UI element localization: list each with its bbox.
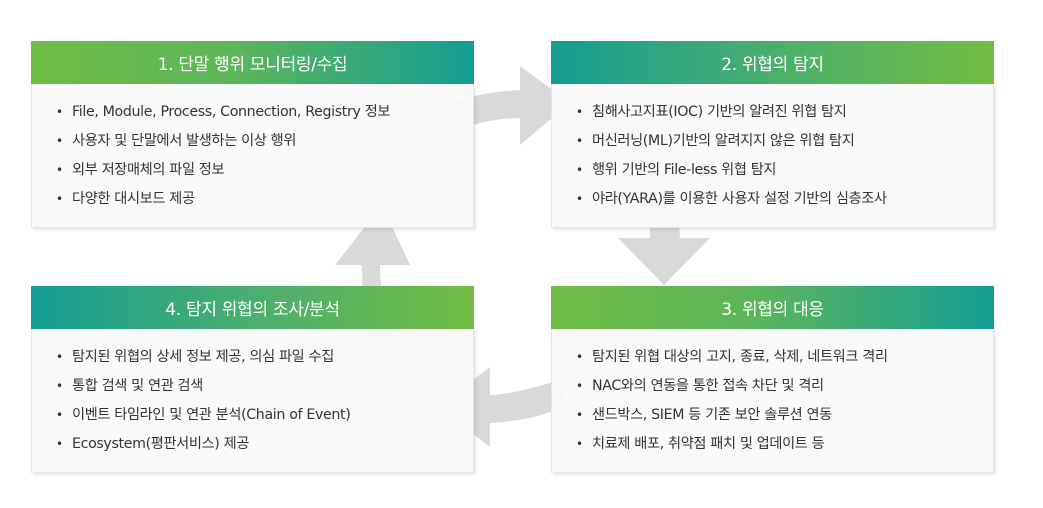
stage-title: 1. 단말 행위 모니터링/수집	[157, 55, 348, 75]
bullet-icon: •	[56, 134, 63, 148]
bullet-icon: •	[576, 163, 583, 177]
bullet-icon: •	[56, 350, 63, 364]
bullet-icon: •	[576, 105, 583, 119]
list-item: •탐지된 위협의 상세 정보 제공, 의심 파일 수집	[56, 349, 334, 365]
stage-box-detection: 2. 위협의 탐지 •침해사고지표(IOC) 기반의 알려진 위협 탐지 •머신…	[551, 41, 994, 228]
list-item: •행위 기반의 File-less 위협 탐지	[576, 162, 777, 178]
list-item: •침해사고지표(IOC) 기반의 알려진 위협 탐지	[576, 104, 847, 120]
list-item: •샌드박스, SIEM 등 기존 보안 솔루션 연동	[576, 407, 832, 423]
stage-body: •탐지된 위협 대상의 고지, 종료, 삭제, 네트워크 격리 •NAC와의 연…	[551, 329, 994, 473]
bullet-icon: •	[56, 192, 63, 206]
bullet-icon: •	[56, 105, 63, 119]
stage-item-list: •File, Module, Process, Connection, Regi…	[56, 102, 473, 218]
bullet-icon: •	[576, 350, 583, 364]
bullet-icon: •	[56, 437, 63, 451]
arrow-to-monitoring-icon	[335, 205, 450, 395]
list-item: •통합 검색 및 연관 검색	[56, 378, 203, 394]
list-item: •머신러닝(ML)기반의 알려지지 않은 위협 탐지	[576, 133, 855, 149]
stage-item-list: •침해사고지표(IOC) 기반의 알려진 위협 탐지 •머신러닝(ML)기반의 …	[576, 102, 993, 218]
stage-header: 2. 위협의 탐지	[551, 41, 994, 84]
list-item: •야라(YARA)를 이용한 사용자 설정 기반의 심층조사	[576, 191, 887, 207]
stage-box-response: 3. 위협의 대응 •탐지된 위협 대상의 고지, 종료, 삭제, 네트워크 격…	[551, 286, 994, 473]
bullet-icon: •	[56, 408, 63, 422]
list-item: •탐지된 위협 대상의 고지, 종료, 삭제, 네트워크 격리	[576, 349, 888, 365]
stage-header: 3. 위협의 대응	[551, 286, 994, 329]
stage-header: 1. 단말 행위 모니터링/수집	[31, 41, 474, 84]
stage-title: 2. 위협의 탐지	[721, 55, 824, 75]
list-item: •NAC와의 연동을 통한 접속 차단 및 격리	[576, 378, 824, 394]
stage-title: 4. 탐지 위협의 조사/분석	[165, 300, 340, 320]
stage-body: •침해사고지표(IOC) 기반의 알려진 위협 탐지 •머신러닝(ML)기반의 …	[551, 84, 994, 228]
stage-header: 4. 탐지 위협의 조사/분석	[31, 286, 474, 329]
bullet-icon: •	[576, 192, 583, 206]
list-item: •Ecosystem(평판서비스) 제공	[56, 436, 250, 452]
list-item: •이벤트 타임라인 및 연관 분석(Chain of Event)	[56, 407, 351, 423]
bullet-icon: •	[576, 437, 583, 451]
stage-item-list: •탐지된 위협의 상세 정보 제공, 의심 파일 수집 •통합 검색 및 연관 …	[56, 347, 473, 463]
list-item: •다양한 대시보드 제공	[56, 191, 195, 207]
bullet-icon: •	[56, 163, 63, 177]
bullet-icon: •	[576, 134, 583, 148]
bullet-icon: •	[576, 408, 583, 422]
list-item: •File, Module, Process, Connection, Regi…	[56, 104, 391, 120]
bullet-icon: •	[576, 379, 583, 393]
stage-item-list: •탐지된 위협 대상의 고지, 종료, 삭제, 네트워크 격리 •NAC와의 연…	[576, 347, 993, 463]
bullet-icon: •	[56, 379, 63, 393]
stage-title: 3. 위협의 대응	[721, 300, 824, 320]
stage-box-monitoring: 1. 단말 행위 모니터링/수집 •File, Module, Process,…	[31, 41, 474, 228]
stage-body: •File, Module, Process, Connection, Regi…	[31, 84, 474, 228]
stage-body: •탐지된 위협의 상세 정보 제공, 의심 파일 수집 •통합 검색 및 연관 …	[31, 329, 474, 473]
stage-box-analysis: 4. 탐지 위협의 조사/분석 •탐지된 위협의 상세 정보 제공, 의심 파일…	[31, 286, 474, 473]
arrow-to-response-icon	[575, 97, 710, 285]
list-item: •외부 저장매체의 파일 정보	[56, 162, 225, 178]
list-item: •치료제 배포, 취약점 패치 및 업데이트 등	[576, 436, 825, 452]
list-item: •사용자 및 단말에서 발생하는 이상 행위	[56, 133, 297, 149]
